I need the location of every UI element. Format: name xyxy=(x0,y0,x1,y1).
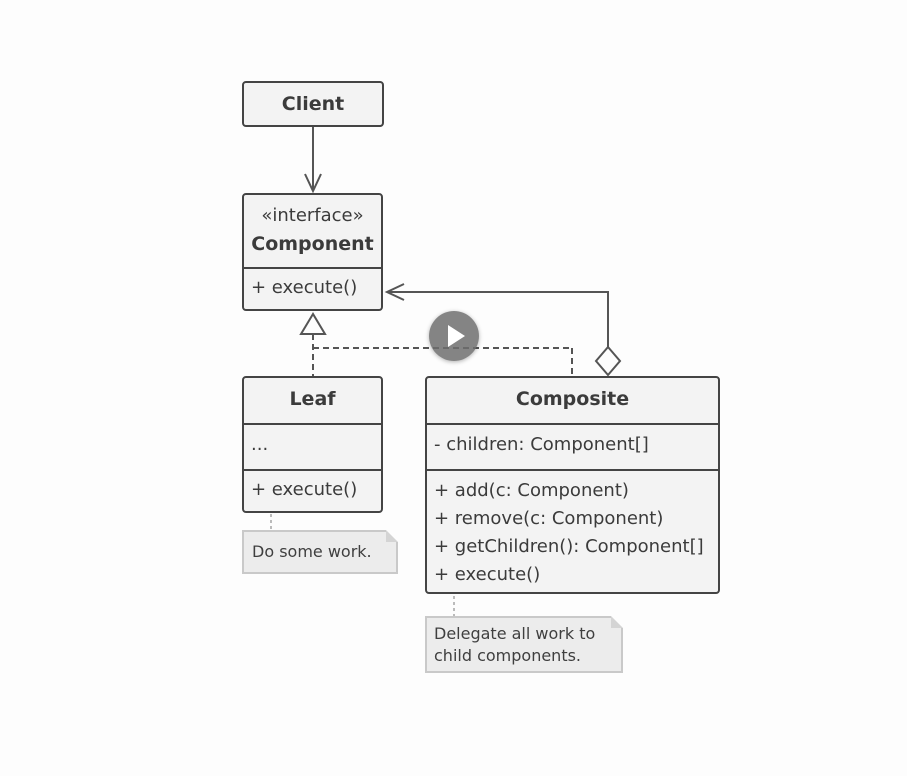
composite-field: - children: Component[] xyxy=(434,434,649,455)
note-fold-corner xyxy=(611,616,623,628)
component-method: + execute() xyxy=(251,277,358,298)
play-icon xyxy=(448,325,465,347)
component-stereotype: «interface» xyxy=(261,205,364,226)
leaf-note: Do some work. xyxy=(242,530,398,574)
component-header: «interface» Component xyxy=(244,195,381,267)
leaf-class-name: Leaf xyxy=(289,388,336,410)
leaf-header: Leaf xyxy=(244,378,381,423)
composite-method-getchildren: + getChildren(): Component[] xyxy=(434,536,704,557)
note-fold-corner xyxy=(386,530,398,542)
leaf-method: + execute() xyxy=(251,479,358,500)
realization-triangle xyxy=(299,312,327,335)
composite-method-execute: + execute() xyxy=(434,564,541,585)
composite-note-line2: child components. xyxy=(434,646,582,665)
leaf-note-text: Do some work. xyxy=(252,542,372,561)
composite-class-name: Composite xyxy=(515,388,630,410)
aggregation-arrowhead xyxy=(384,283,405,301)
composite-method-add: + add(c: Component) xyxy=(434,480,629,501)
client-class-name: Client xyxy=(281,93,345,115)
composite-class: Composite - children: Component[] + add(… xyxy=(425,376,720,594)
composite-fields: - children: Component[] xyxy=(427,423,718,469)
composite-header: Composite xyxy=(427,378,718,423)
component-name: Component xyxy=(251,233,374,255)
leaf-methods: + execute() xyxy=(244,469,381,504)
aggregation-diamond xyxy=(594,345,622,377)
leaf-class: Leaf ... + execute() xyxy=(242,376,383,513)
component-interface: «interface» Component + execute() xyxy=(242,193,383,311)
component-methods: + execute() xyxy=(244,267,381,302)
association-arrowhead xyxy=(304,173,322,194)
aggregation-line xyxy=(387,291,609,347)
composite-method-remove: + remove(c: Component) xyxy=(434,508,664,529)
composite-methods: + add(c: Component) + remove(c: Componen… xyxy=(427,469,718,589)
composite-note-line1: Delegate all work to xyxy=(434,624,596,643)
client-class: Client xyxy=(242,81,384,127)
play-button[interactable] xyxy=(429,311,479,361)
leaf-fields: ... xyxy=(244,423,381,469)
composite-note: Delegate all work to child components. xyxy=(425,616,623,673)
leaf-field: ... xyxy=(251,434,269,455)
